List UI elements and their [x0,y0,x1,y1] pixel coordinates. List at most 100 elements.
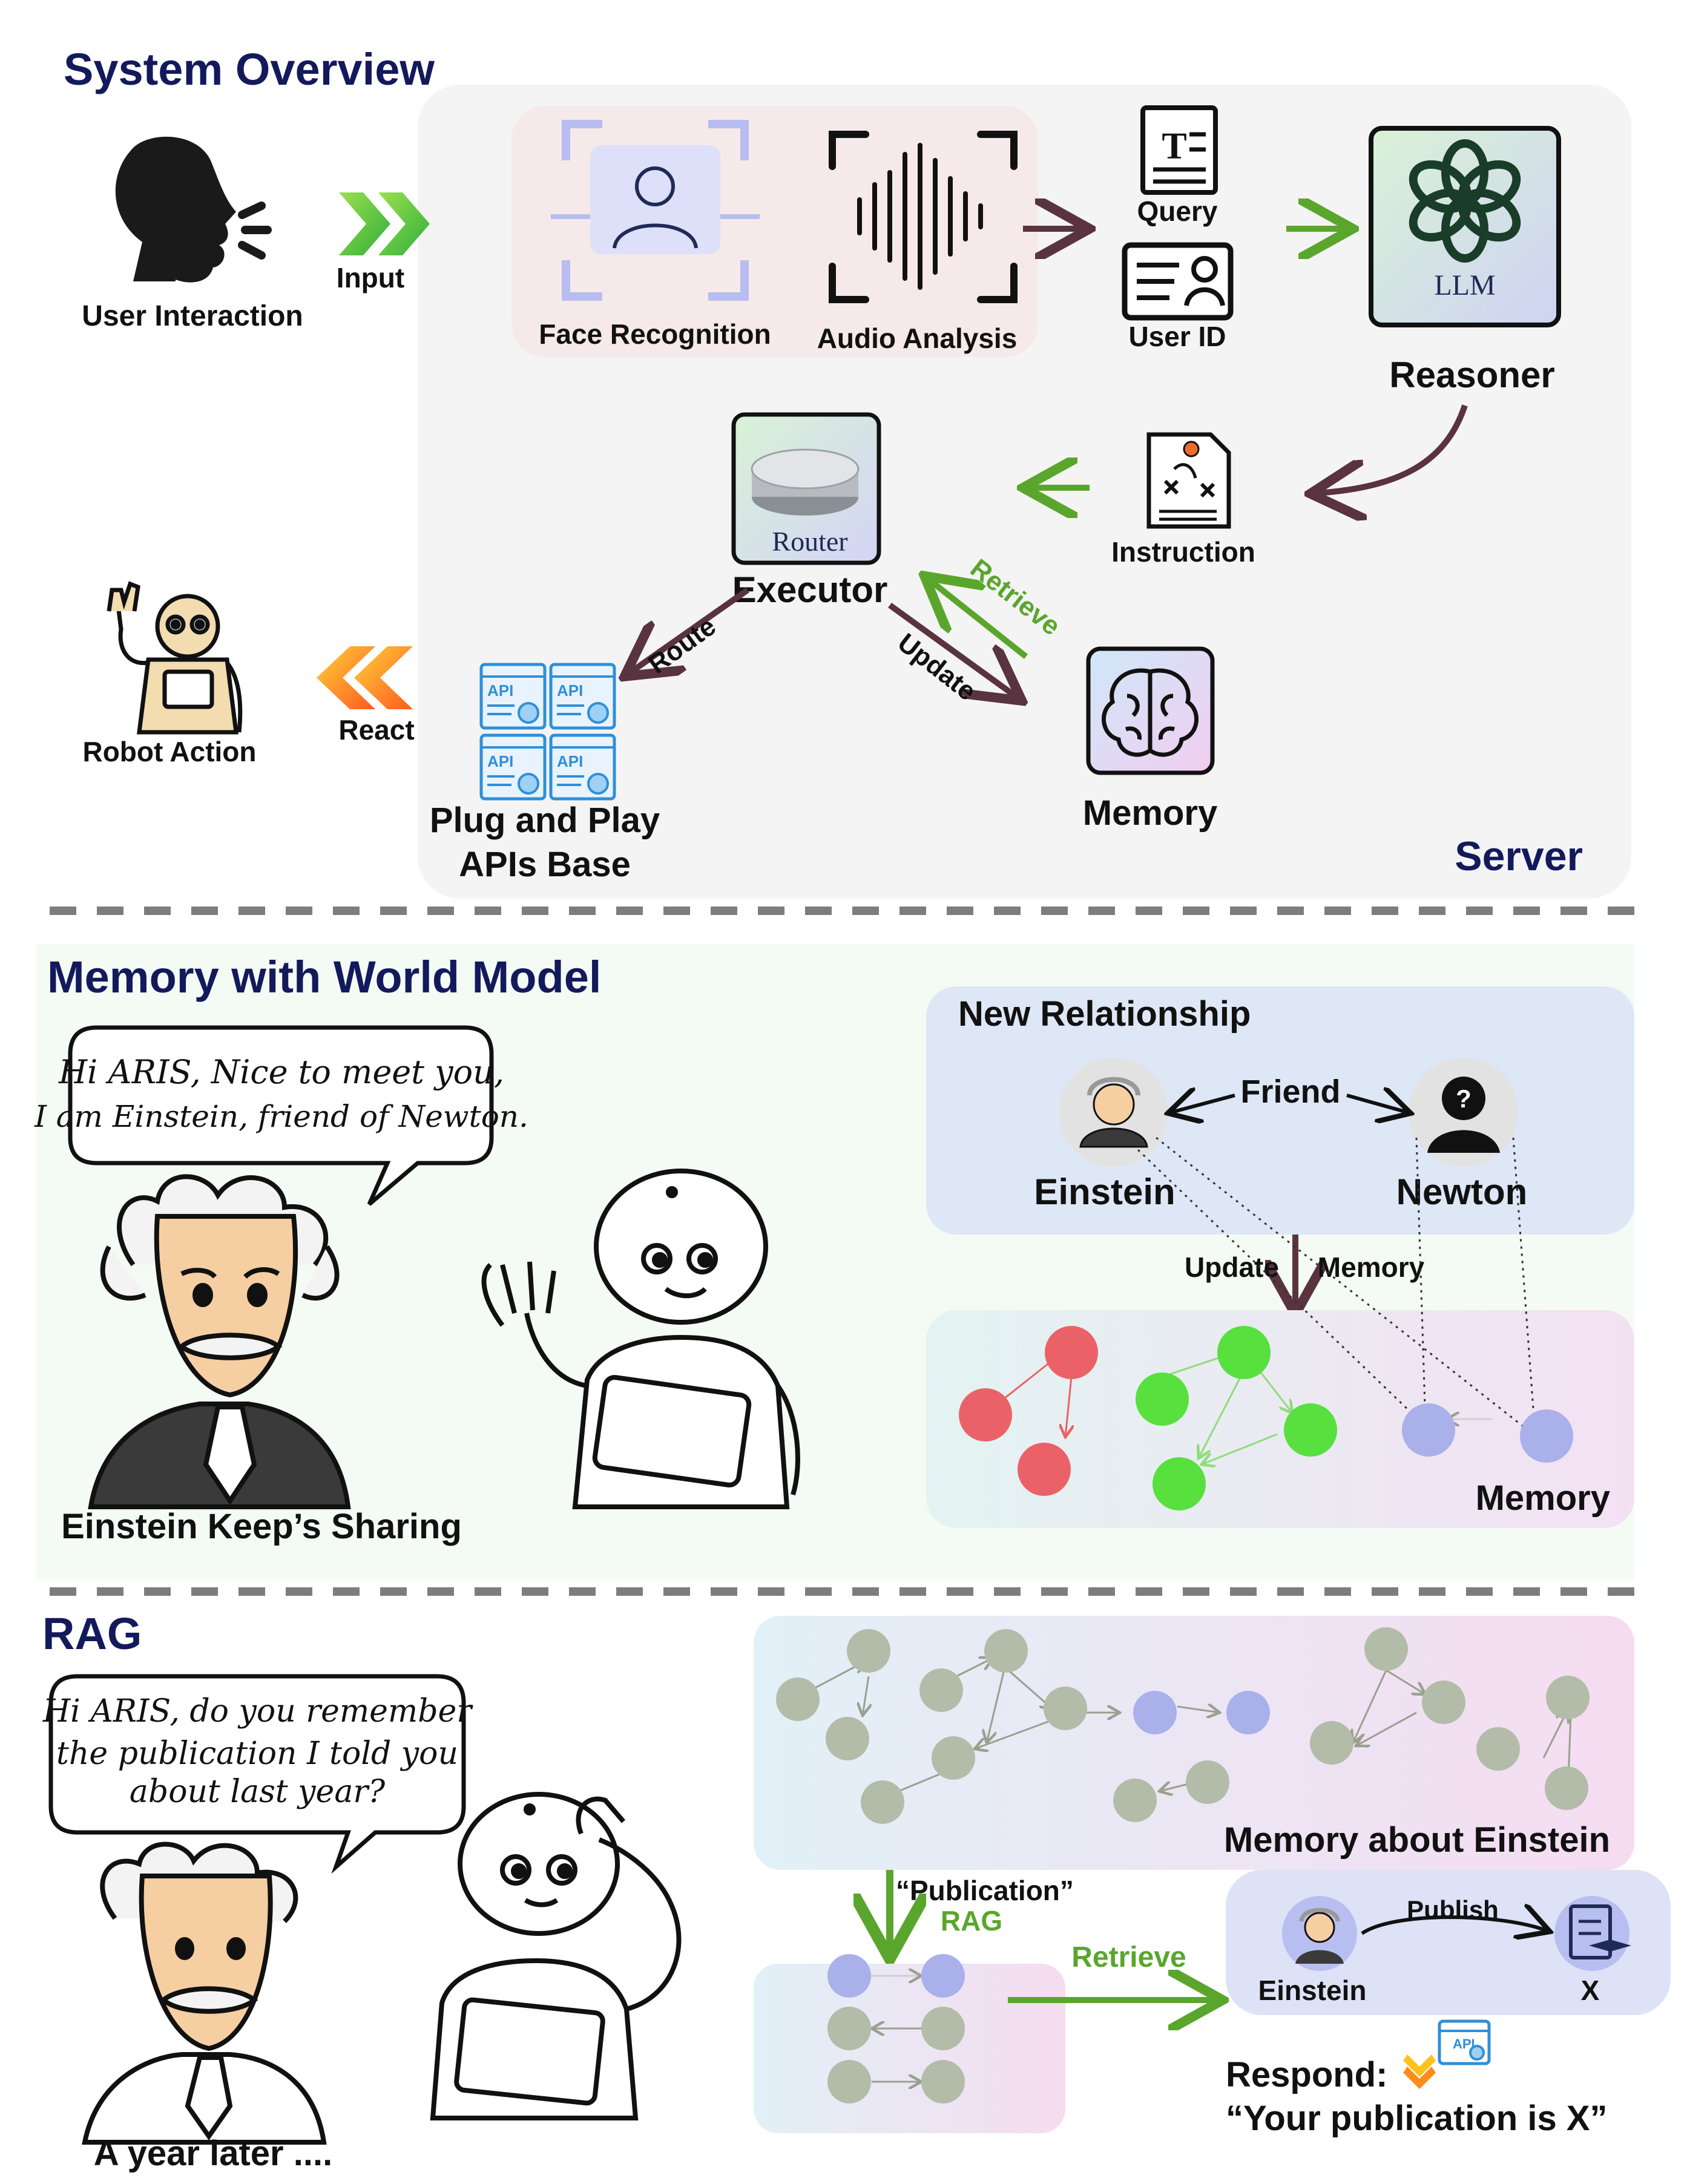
graph-edge [1177,1707,1220,1713]
apis-label-line1: Plug and Play [430,801,660,840]
apis-label-line2: APIs Base [459,845,631,884]
rag-method-label: RAG [941,1905,1002,1936]
reasoner-label: Reasoner [1389,355,1554,395]
new-relationship-panel [926,986,1634,1235]
api-tile-icon: API [549,663,616,730]
respond-text: “Your publication is X” [1226,2099,1608,2138]
publish-label: Publish [1407,1895,1499,1924]
x-label: X [1581,1975,1600,2006]
graph-node [1133,1691,1177,1734]
graph-node [1310,1721,1353,1765]
executor-label: Executor [732,569,888,610]
graph-edge [987,1667,1006,1743]
api-grid: API API API API [479,663,616,801]
graph-edge [1386,1669,1426,1694]
query-document-icon: T [1140,105,1218,195]
face-recognition-icon [551,120,760,301]
memory-about-panel [754,1616,1634,1870]
user-id-label: User ID [1128,321,1226,352]
input-label: Input [337,262,404,293]
robot-waving-illustration [481,1169,800,1509]
speech-line-2: I am Einstein, friend of Newton. [34,1099,528,1134]
user-interaction-label: User Interaction [82,300,303,332]
einstein-avatar [1059,1058,1168,1167]
memory-about-graph [776,1627,1590,1824]
retrieved-subgraph [827,1954,965,2104]
graph-node [1018,1443,1071,1496]
publication-query-label: “Publication” [896,1875,1074,1906]
rag-caption: A year later .... [94,2134,332,2173]
brain-icon [1102,668,1199,757]
robot-thinking-illustration [430,1792,682,2120]
graph-node [1153,1457,1206,1510]
instruction-document-icon [1146,432,1231,529]
einstein-small-label: Einstein [1258,1975,1367,2006]
speech-bubble [68,1025,494,1206]
server-label: Server [1455,833,1583,879]
router-box: Router [731,412,881,565]
publish-arrow [1361,1917,1547,1933]
api-tile-label: API [557,752,583,770]
newton-avatar: ? [1409,1058,1518,1167]
graph-node [1186,1760,1229,1804]
svg-text:?: ? [1456,1084,1472,1113]
api-tile-icon: API [479,733,547,801]
graph-edge [1202,1433,1278,1464]
einstein-portrait [88,1174,351,1509]
graph-node [1113,1779,1157,1822]
friend-arrow-right [1346,1095,1407,1112]
update-memory-label-1: Update [1185,1251,1279,1283]
llm-box: LLM [1369,126,1561,327]
graph-node [959,1388,1012,1441]
react-chevron-icon [317,646,413,709]
overview-title: System Overview [64,44,435,94]
update-arrow [888,602,1017,697]
rag-speech-bubble [48,1674,466,1874]
user-id-card-icon [1122,242,1234,321]
graph-node [1422,1681,1465,1724]
memory-world-title: Memory with World Model [47,952,601,1002]
graph-node [984,1629,1028,1673]
llm-logo-icon [1409,139,1521,263]
graph-node [827,2007,871,2050]
api-tile-icon: API [549,733,616,801]
query-label: Query [1137,195,1218,227]
rag-speech-line-3: about last year? [130,1774,386,1810]
audio-waveform-icon [829,131,1018,303]
graph-node [1545,1766,1588,1810]
router-device-icon [751,448,860,516]
input-chevron-icon [339,192,430,255]
graph-node [1226,1691,1270,1734]
graph-node [826,1717,869,1760]
memory-label: Memory [1083,793,1217,833]
graph-node [921,2007,965,2050]
graph-node [1364,1627,1408,1671]
route-arrow [630,587,749,673]
instruction-label: Instruction [1111,536,1255,568]
robot-action-label: Robot Action [82,736,256,767]
api-tile-label: API [557,681,583,700]
rag-speech-line-2: the publication I told you [56,1736,458,1772]
graph-node [1402,1403,1455,1457]
retrieve-arrow [929,580,1028,659]
retrieve-result-label: Retrieve [1071,1941,1186,1973]
memory-graph-panel [926,1310,1634,1528]
router-label: Router [772,526,847,557]
graph-node [1044,1687,1087,1730]
graph-edge [1356,1711,1417,1746]
respond-chevron-icon [1403,2054,1436,2089]
graph-node [1546,1676,1590,1719]
react-label: React [338,714,414,746]
api-tile-label: API [487,752,513,770]
api-tile-icon: API [479,663,547,730]
face-recognition-label: Face Recognition [539,318,771,350]
friend-label: Friend [1240,1074,1340,1110]
graph-node [1520,1409,1573,1463]
speaking-head-icon [115,136,272,283]
graph-edge [975,1717,1057,1749]
graph-edge [1353,1670,1387,1743]
graph-node [1217,1326,1271,1379]
graph-node [827,2060,871,2104]
new-relationship-title: New Relationship [958,994,1251,1034]
graph-node [827,1954,871,1998]
